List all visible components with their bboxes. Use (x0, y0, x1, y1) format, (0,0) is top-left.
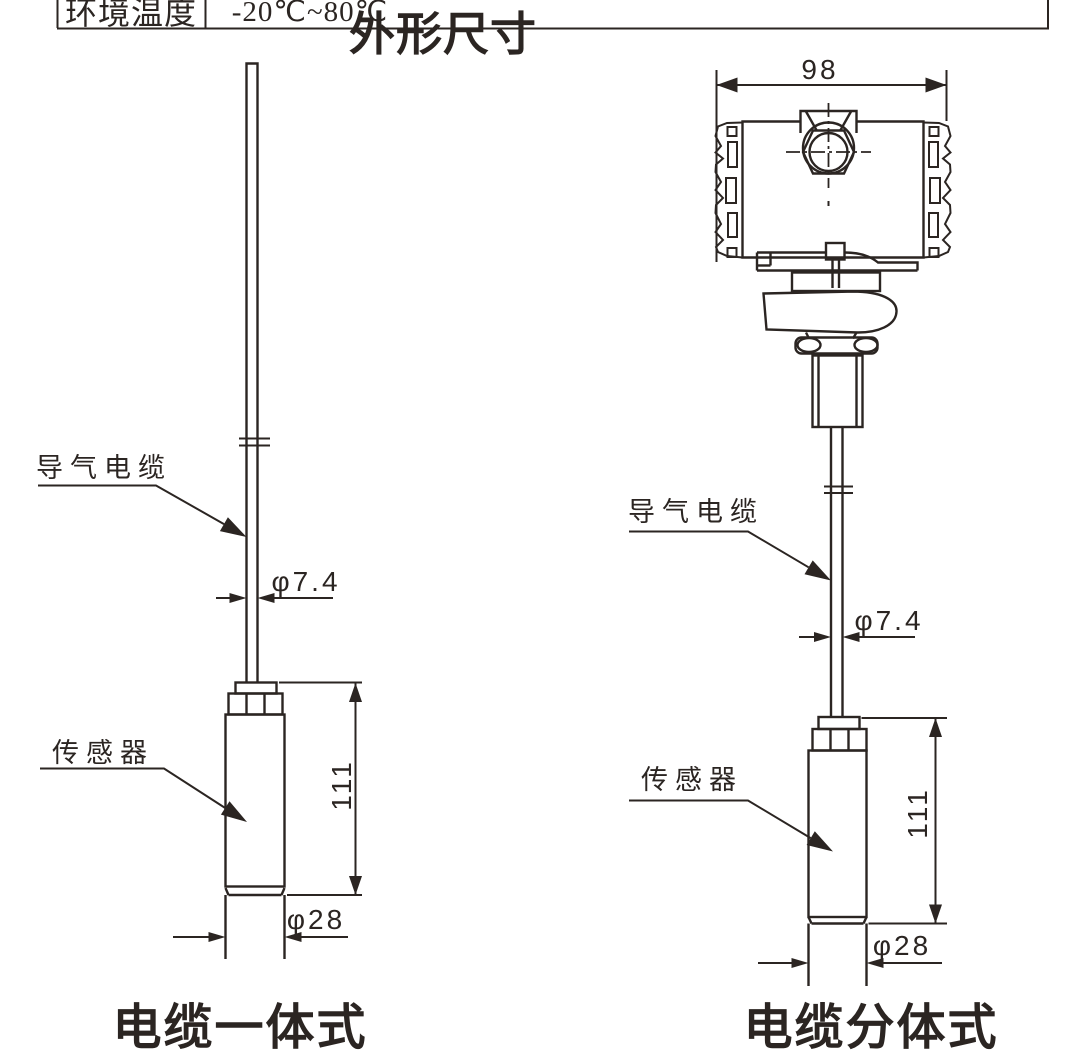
dim-body-diameter-text: φ28 (873, 930, 931, 961)
housing-end-cap-left (714, 121, 743, 259)
hex-nut (794, 336, 879, 355)
dim-cable-diameter: φ7.4 (216, 566, 340, 603)
dim-body-diameter: φ28 (758, 930, 942, 968)
dim-body-length-text: 111 (326, 759, 357, 811)
cable (829, 427, 844, 717)
dim-body-length: 111 (861, 717, 947, 925)
dim-body-diameter-text: φ28 (287, 904, 345, 935)
cable-break-mark (239, 437, 270, 447)
cable (245, 62, 259, 682)
dim-housing-width: 98 (715, 54, 948, 262)
sensor-body (807, 715, 868, 986)
figure-cable-separate: 98 (628, 54, 998, 1054)
dim-housing-width-text: 98 (801, 54, 838, 85)
sensor-label: 传感器 (641, 765, 743, 795)
sensor-body (224, 681, 286, 959)
dim-body-length-text: 111 (902, 787, 933, 839)
cable-break-mark (824, 485, 853, 494)
leader-cable-label: 导气电缆 (628, 497, 831, 581)
dim-cable-diameter: φ7.4 (799, 605, 923, 642)
transmitter-housing (714, 120, 952, 259)
housing-end-cap-right (923, 121, 952, 259)
cable-label: 导气电缆 (36, 453, 172, 483)
conduit-plug (786, 103, 871, 206)
leader-cable-label: 导气电缆 (36, 453, 247, 537)
figure-caption-separate: 电缆分体式 (743, 1001, 998, 1054)
dim-body-diameter: φ28 (173, 904, 348, 942)
process-connection (762, 271, 898, 429)
connector-block (811, 354, 864, 429)
figure-cable-integrated: 导气电缆 传感器 φ7.4 111 (36, 62, 367, 1054)
table-cell-ambient-temp-value: -20℃~80℃ (232, 0, 388, 28)
mounting-bracket (755, 241, 919, 288)
leader-sensor-label: 传感器 (40, 738, 247, 822)
cable-label: 导气电缆 (628, 497, 764, 527)
dim-body-length: 111 (279, 681, 362, 896)
dim-cable-diameter-text: φ7.4 (271, 566, 340, 597)
dim-cable-diameter-text: φ7.4 (854, 605, 923, 636)
leader-sensor-label: 传感器 (629, 765, 833, 852)
table-cell-ambient-temp-label: 环境温度 (65, 0, 197, 31)
spec-table: 环境温度 -20℃~80℃ (56, 0, 1049, 31)
page-title: 外形尺寸 (349, 8, 537, 60)
sensor-label: 传感器 (52, 738, 154, 768)
figure-caption-integrated: 电缆一体式 (112, 1001, 367, 1054)
